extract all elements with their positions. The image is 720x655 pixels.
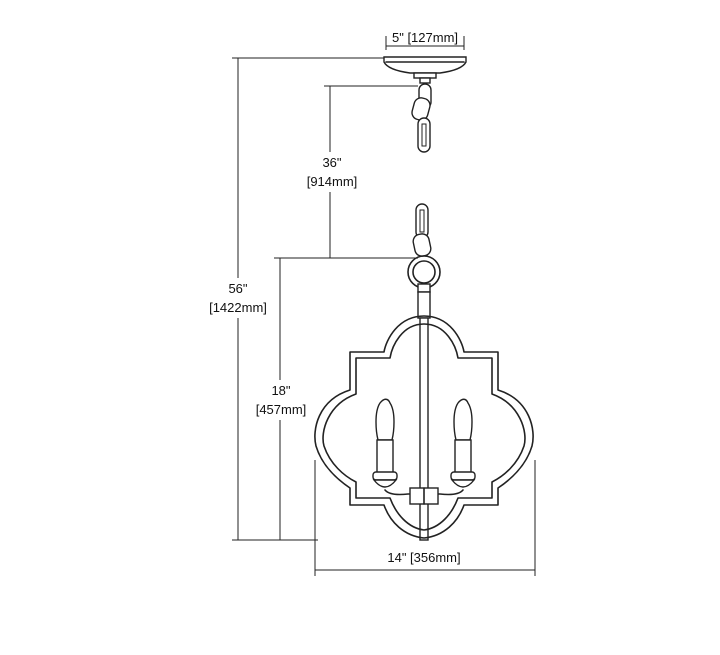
- chain-length-metric: [914mm]: [307, 174, 358, 189]
- ceiling-canopy: [383, 56, 467, 84]
- fixture-width-dimension: 14" [356mm]: [314, 460, 536, 576]
- fixture-height-imperial: 18": [271, 383, 290, 398]
- chain-length-dimension: 36" [914mm]: [302, 85, 418, 258]
- fixture-height-dimension: 18" [457mm]: [250, 257, 418, 540]
- upper-chain: [411, 83, 432, 153]
- lower-chain: [412, 203, 432, 257]
- fixture-width-label: 14" [356mm]: [387, 550, 460, 565]
- center-socket: [409, 487, 439, 505]
- right-candle: [429, 398, 476, 496]
- overall-height-metric: [1422mm]: [209, 300, 267, 315]
- fixture-height-metric: [457mm]: [256, 402, 307, 417]
- overall-height-imperial: 56": [228, 281, 247, 296]
- canopy-width-dimension: 5" [127mm]: [385, 30, 465, 50]
- center-rod: [417, 291, 431, 541]
- quatrefoil-frame: [314, 315, 534, 539]
- left-candle: [372, 398, 419, 496]
- overall-height-dimension: 56" [1422mm]: [200, 57, 388, 541]
- hanging-loop: [407, 255, 441, 293]
- canopy-width-label: 5" [127mm]: [392, 30, 458, 45]
- chain-length-imperial: 36": [322, 155, 341, 170]
